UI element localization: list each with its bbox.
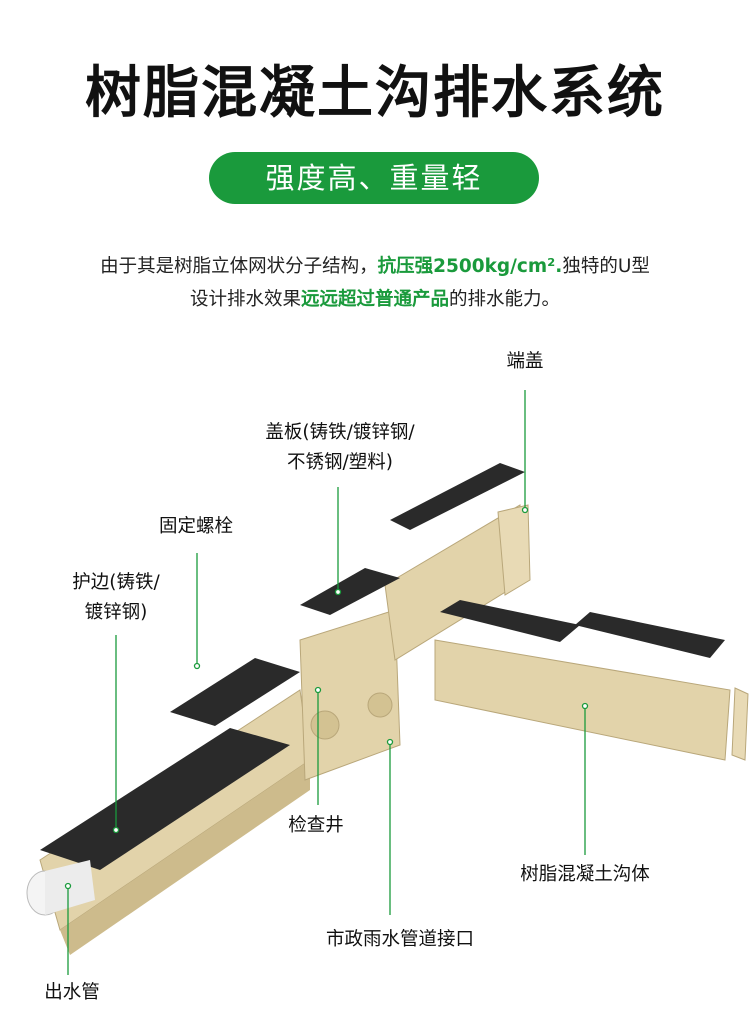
feature-badge: 强度高、重量轻: [209, 152, 539, 204]
desc-highlight: 抗压强2500kg/cm².: [377, 256, 563, 277]
grate-right-2: [575, 612, 725, 658]
channel-body-right: [434, 639, 731, 761]
description-line-2: 设计排水效果远远超过普通产品的排水能力。: [0, 285, 750, 311]
grate-right-1: [440, 600, 580, 642]
desc-text: 的排水能力。: [449, 289, 561, 310]
label-cover-1: 盖板(铸铁/镀锌钢/: [265, 422, 415, 443]
grate-middle: [300, 568, 400, 615]
desc-text: 由于其是树脂立体网状分子结构，: [100, 256, 378, 277]
label-outlet-pipe: 出水管: [44, 982, 100, 1003]
right-end-cap: [731, 687, 749, 761]
label-end-cap: 端盖: [506, 351, 544, 372]
grate-left: [40, 728, 290, 870]
label-municipal-interface: 市政雨水管道接口: [325, 929, 475, 950]
desc-text: 独特的U型: [562, 256, 650, 277]
label-inspection-well: 检查井: [288, 815, 344, 836]
channel-side-left: [60, 760, 310, 955]
label-edge-2: 镀锌钢): [84, 602, 148, 623]
desc-highlight: 远远超过普通产品: [300, 289, 449, 310]
end-cap: [497, 504, 531, 596]
description-line-1: 由于其是树脂立体网状分子结构，抗压强2500kg/cm².独特的U型: [0, 252, 750, 278]
page-title: 树脂混凝土沟排水系统: [85, 61, 665, 126]
label-cover-2: 不锈钢/塑料): [287, 452, 393, 473]
label-edge-1: 护边(铸铁/: [72, 572, 160, 593]
desc-text: 设计排水效果: [189, 289, 301, 310]
label-channel-body: 树脂混凝土沟体: [520, 864, 650, 885]
grate-upper: [390, 463, 525, 530]
label-bolt: 固定螺栓: [158, 516, 234, 537]
grate-upper-left: [170, 658, 300, 726]
